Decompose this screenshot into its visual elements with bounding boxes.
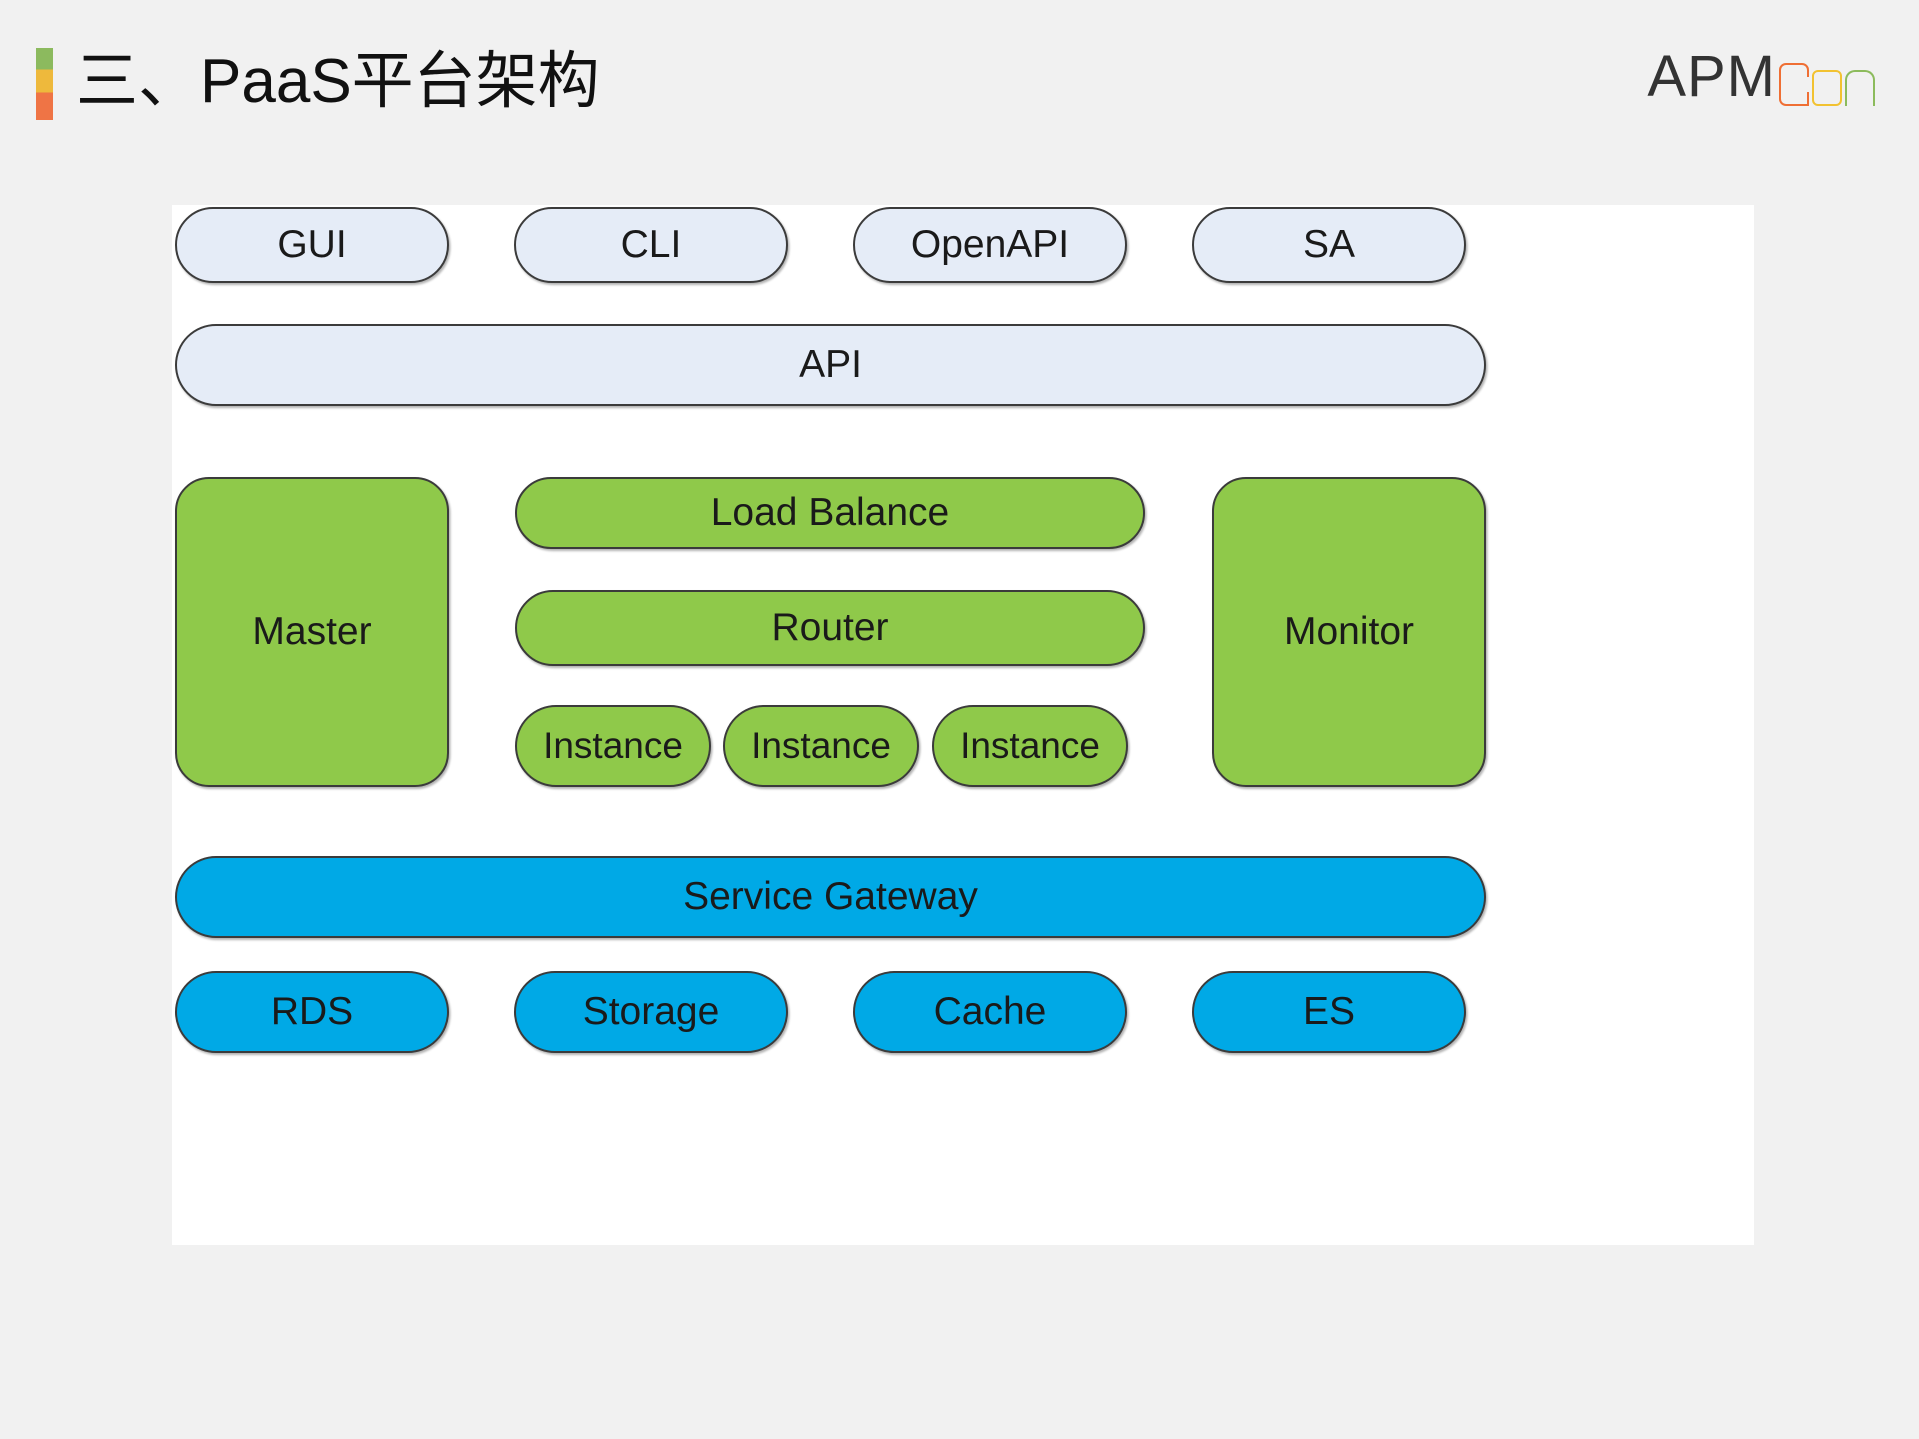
apmcon-logo: APM bbox=[1647, 44, 1875, 106]
paas-architecture-diagram: GUI CLI OpenAPI SA API Master Load Balan… bbox=[172, 205, 1754, 1245]
diagram-node-instance-1[interactable]: Instance bbox=[515, 705, 711, 787]
page-title: 三、PaaS平台架构 bbox=[76, 47, 600, 116]
logo-letter-n-icon bbox=[1845, 70, 1875, 106]
logo-letter-o-icon bbox=[1812, 70, 1842, 106]
diagram-node-gui[interactable]: GUI bbox=[175, 207, 449, 283]
diagram-node-storage[interactable]: Storage bbox=[514, 971, 788, 1053]
logo-letter-c-icon bbox=[1779, 63, 1810, 106]
diagram-node-load-balance[interactable]: Load Balance bbox=[515, 477, 1145, 549]
diagram-node-monitor[interactable]: Monitor bbox=[1212, 477, 1486, 787]
diagram-node-router[interactable]: Router bbox=[515, 590, 1145, 666]
diagram-node-master[interactable]: Master bbox=[175, 477, 449, 787]
logo-wordmark-apm: APM bbox=[1647, 44, 1776, 109]
diagram-node-instance-2[interactable]: Instance bbox=[723, 705, 919, 787]
diagram-node-api[interactable]: API bbox=[175, 324, 1486, 406]
diagram-node-cli[interactable]: CLI bbox=[514, 207, 788, 283]
diagram-node-cache[interactable]: Cache bbox=[853, 971, 1127, 1053]
slide-header: 三、PaaS平台架构 APM bbox=[0, 0, 1919, 150]
diagram-node-openapi[interactable]: OpenAPI bbox=[853, 207, 1127, 283]
diagram-node-es[interactable]: ES bbox=[1192, 971, 1466, 1053]
diagram-node-service-gateway[interactable]: Service Gateway bbox=[175, 856, 1486, 938]
diagram-node-rds[interactable]: RDS bbox=[175, 971, 449, 1053]
diagram-node-sa[interactable]: SA bbox=[1192, 207, 1466, 283]
diagram-node-instance-3[interactable]: Instance bbox=[932, 705, 1128, 787]
title-accent-bar-icon bbox=[36, 48, 53, 120]
